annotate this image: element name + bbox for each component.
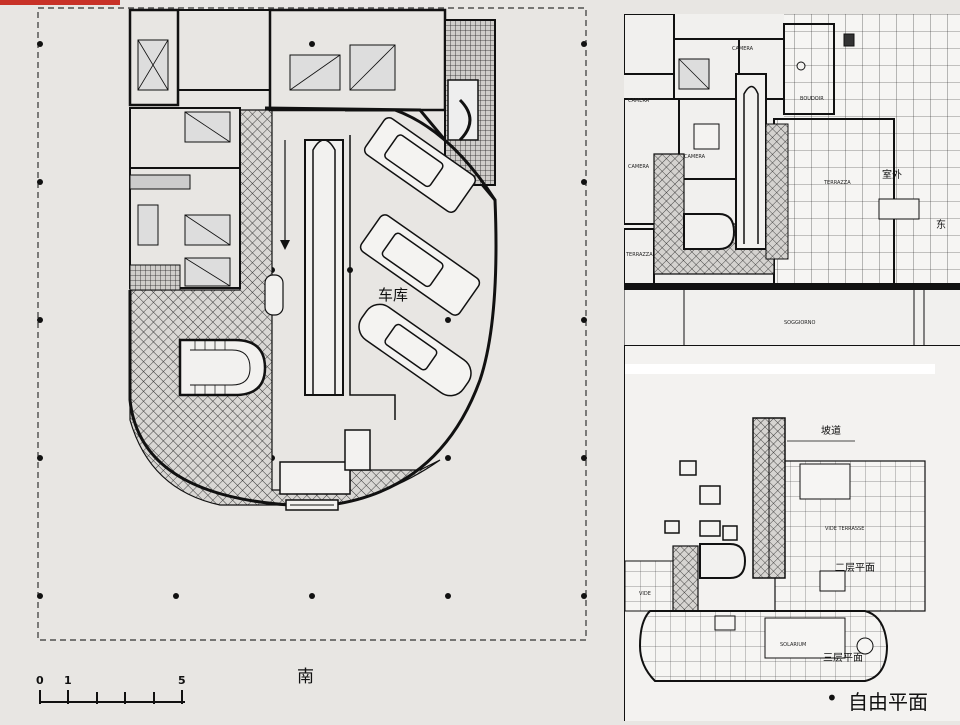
ramp-label: 坡道 bbox=[821, 426, 841, 437]
scale-tick-1: 1 bbox=[64, 674, 72, 687]
service-rooms bbox=[128, 8, 447, 291]
scale-tick-0: 0 bbox=[36, 674, 44, 687]
solarium bbox=[638, 610, 889, 682]
spiral-stair bbox=[178, 338, 267, 397]
first-floor-drawing bbox=[623, 13, 960, 347]
site-boundary bbox=[37, 7, 587, 641]
ground-floor-plan: 车库 南 0 1 5 bbox=[0, 0, 587, 704]
ground-floor-drawing bbox=[0, 0, 587, 704]
south-label: 南 bbox=[297, 667, 314, 687]
room-label-terrazza-2: TERRAZZA bbox=[626, 252, 653, 258]
caption-text: 自由平面 bbox=[848, 690, 928, 714]
scale-bar bbox=[39, 690, 185, 704]
room-label-boudoir: BOUDOIR bbox=[800, 96, 824, 102]
solarium-label: SOLARIUM bbox=[780, 642, 807, 648]
room-label-camera-2: CAMERA bbox=[628, 98, 650, 104]
upper-floor-drawing bbox=[624, 364, 935, 682]
third-floor-label: 三层平面 bbox=[823, 653, 863, 664]
first-floor-rooms bbox=[623, 13, 960, 290]
scale-tick-5: 5 bbox=[178, 674, 186, 687]
garage-cars bbox=[358, 117, 481, 397]
header-fragment bbox=[0, 0, 120, 5]
upper-floor-plan: 坡道 VIDE TERRASSE 二层平面 VIDE SOLARIUM 三层平面 bbox=[624, 345, 960, 721]
garage-label: 车库 bbox=[378, 286, 409, 304]
main-entrance bbox=[279, 429, 371, 511]
outside-label: 室外 bbox=[882, 170, 902, 181]
terrace-label: VIDE TERRASSE bbox=[825, 526, 865, 532]
ramp bbox=[280, 139, 344, 396]
second-floor-label: 二层平面 bbox=[835, 563, 875, 574]
east-label: 东 bbox=[936, 220, 946, 231]
room-label-camera-4: CAMERA bbox=[684, 154, 706, 160]
room-label-camera-1: CAMERA bbox=[732, 46, 754, 52]
room-label-camera-3: CAMERA bbox=[628, 164, 650, 170]
curved-glass-wall bbox=[128, 106, 498, 507]
room-label-soggiorno: SOGGIORNO bbox=[784, 320, 816, 326]
vide-label: VIDE bbox=[639, 591, 651, 597]
first-floor-plan: CAMERA CAMERA BOUDOIR CAMERA CAMERA TERR… bbox=[623, 13, 960, 347]
room-label-terrazza-1: TERRAZZA bbox=[824, 180, 851, 186]
caption-bullet: • bbox=[826, 686, 838, 710]
